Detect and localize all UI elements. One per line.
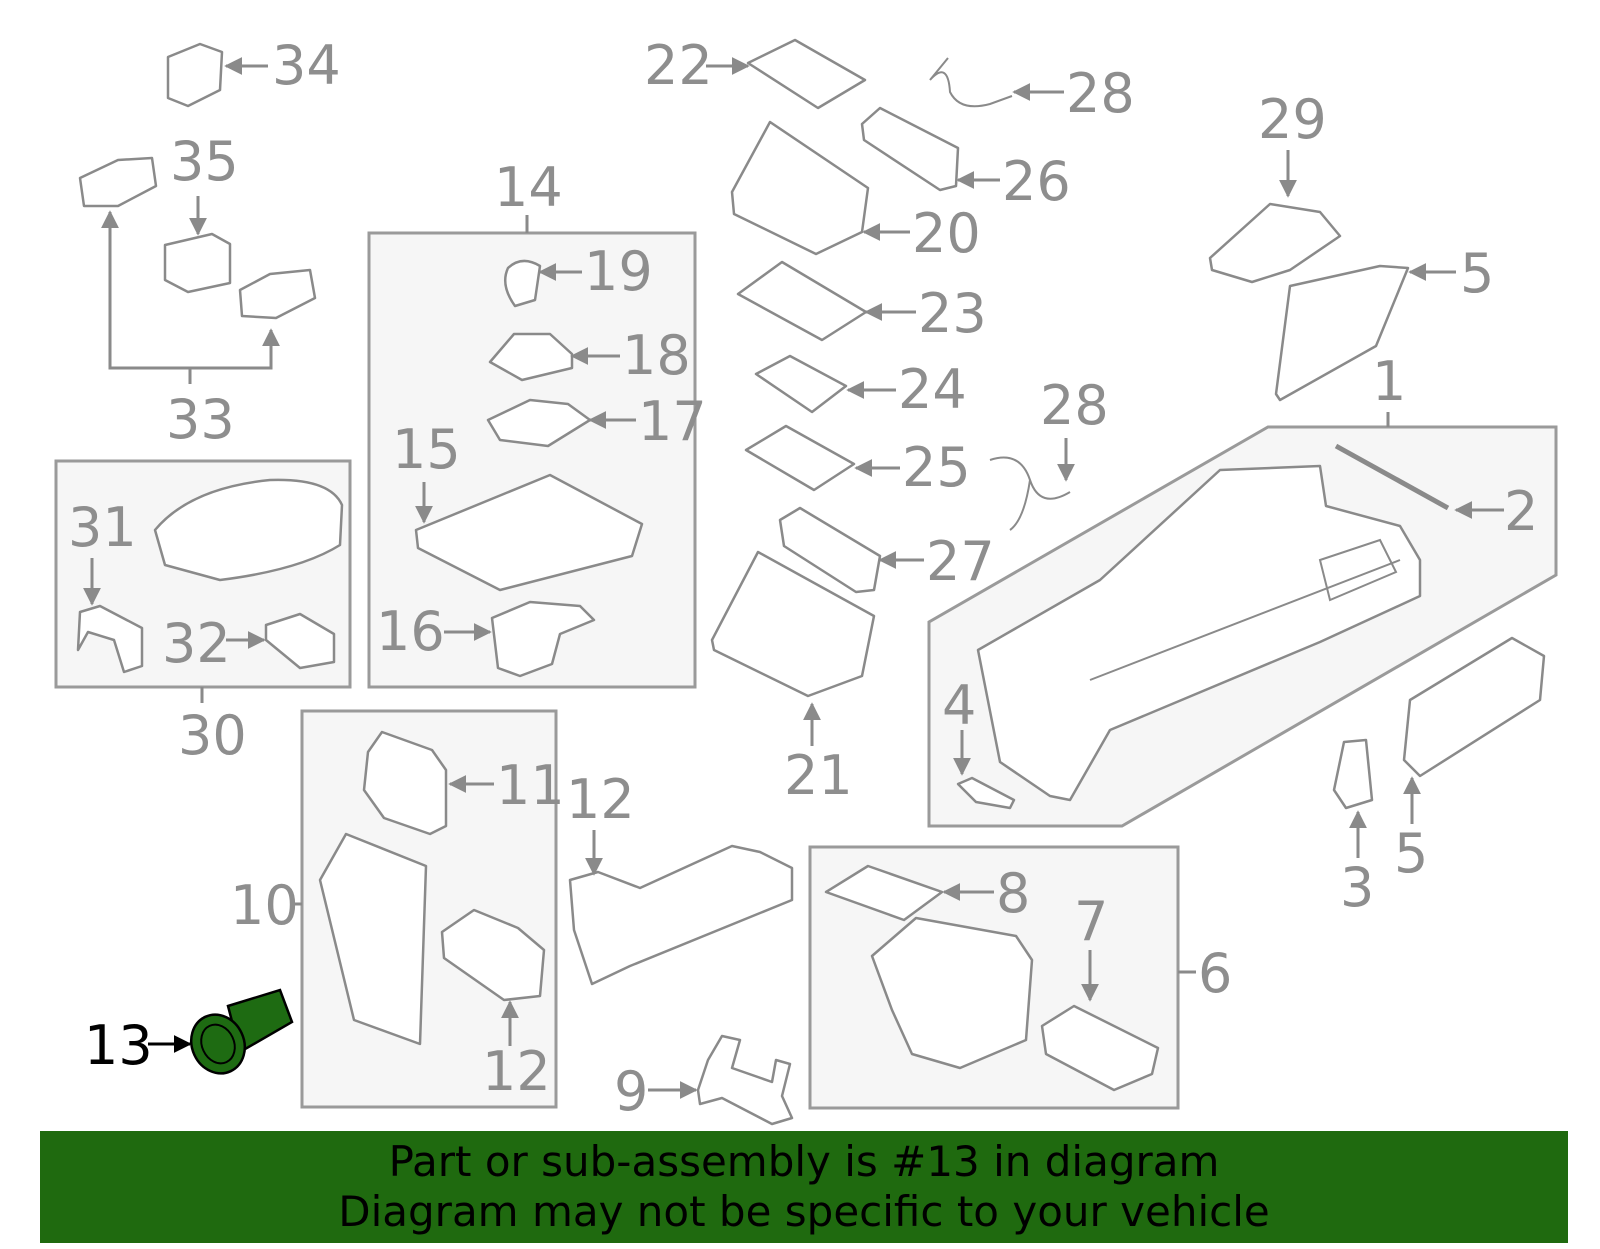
callout-13: 13 [84, 1014, 153, 1077]
part-30-armrest [153, 478, 344, 582]
part-28-harness-mid [989, 456, 1071, 531]
callout-28-top: 28 [1066, 62, 1135, 125]
part-5-panel-lower [1402, 636, 1546, 778]
part-26-switch [860, 106, 960, 192]
callout-28-mid: 28 [1040, 374, 1109, 437]
callout-15: 15 [392, 418, 461, 481]
callout-5-upper: 5 [1460, 242, 1494, 305]
part-32-drawing [264, 612, 336, 670]
callout-7: 7 [1074, 890, 1108, 953]
part-15-tray [414, 473, 644, 592]
callout-29: 29 [1258, 88, 1327, 151]
callout-23: 23 [918, 282, 987, 345]
part-12-duct [568, 844, 794, 986]
callout-33: 33 [166, 388, 235, 451]
part-7-tray [1040, 1004, 1160, 1092]
part-5-panel-upper [1274, 264, 1410, 402]
banner-line-1: Part or sub-assembly is #13 in diagram [388, 1137, 1220, 1186]
callout-5-lower: 5 [1394, 822, 1428, 885]
callout-31: 31 [68, 496, 137, 559]
part-10-panel [318, 832, 428, 1046]
part-1-console [976, 464, 1422, 802]
part-28-harness-top [929, 57, 1013, 108]
part-29-switch [1208, 202, 1342, 284]
callout-35: 35 [170, 130, 239, 193]
callout-21: 21 [784, 744, 853, 807]
part-23-tray [736, 260, 868, 342]
callout-20: 20 [912, 202, 981, 265]
callout-8: 8 [996, 862, 1030, 925]
part-20-tray [730, 120, 870, 256]
part-19-knob [503, 259, 542, 308]
part-9-bracket [696, 1034, 794, 1126]
part-35-drawing [163, 232, 232, 294]
callout-14: 14 [494, 156, 563, 219]
callout-10: 10 [230, 874, 299, 937]
part-34-drawing [166, 42, 224, 108]
callout-9: 9 [614, 1060, 648, 1123]
callout-25: 25 [902, 436, 971, 499]
callout-12-right: 12 [482, 1040, 551, 1103]
part-13-socket [189, 988, 294, 1075]
part-31-drawing [76, 604, 144, 674]
callout-22: 22 [644, 34, 713, 97]
part-33-socket-right [238, 268, 317, 320]
part-22-mat [746, 38, 867, 110]
callout-32: 32 [162, 612, 231, 675]
part-21-panel [710, 550, 876, 698]
callout-26: 26 [1002, 150, 1071, 213]
banner-line-2: Diagram may not be specific to your vehi… [338, 1187, 1270, 1236]
callout-2: 2 [1504, 480, 1538, 543]
callout-17: 17 [638, 390, 707, 453]
callout-11: 11 [496, 754, 565, 817]
part-2-strip [1334, 443, 1450, 511]
part-16-cupholder [490, 600, 596, 678]
callout-12-duct: 12 [566, 768, 635, 831]
callout-24: 24 [898, 358, 967, 421]
callout-27: 27 [926, 530, 995, 593]
part-4-bracket [956, 776, 1016, 810]
part-12-bin-lower [440, 908, 546, 1002]
part-8-pad [824, 864, 944, 922]
part-25-tray [744, 424, 856, 492]
callout-34: 34 [272, 34, 341, 97]
callout-30: 30 [178, 704, 247, 767]
part-11-vent [362, 730, 448, 836]
part-33-socket-left [78, 156, 158, 208]
callout-6: 6 [1198, 942, 1232, 1005]
callout-18: 18 [622, 324, 691, 387]
part-6-bin [870, 916, 1034, 1070]
part-27-bracket [778, 506, 882, 594]
part-3-clip [1332, 738, 1374, 810]
callout-16: 16 [376, 600, 445, 663]
callout-3: 3 [1340, 856, 1374, 919]
part-1-console-detail [1089, 538, 1401, 681]
callout-1: 1 [1372, 350, 1406, 413]
callout-19: 19 [584, 240, 653, 303]
callout-4: 4 [942, 674, 976, 737]
info-banner: Part or sub-assembly is #13 in diagram D… [40, 1131, 1568, 1243]
part-24-tray [754, 354, 848, 414]
